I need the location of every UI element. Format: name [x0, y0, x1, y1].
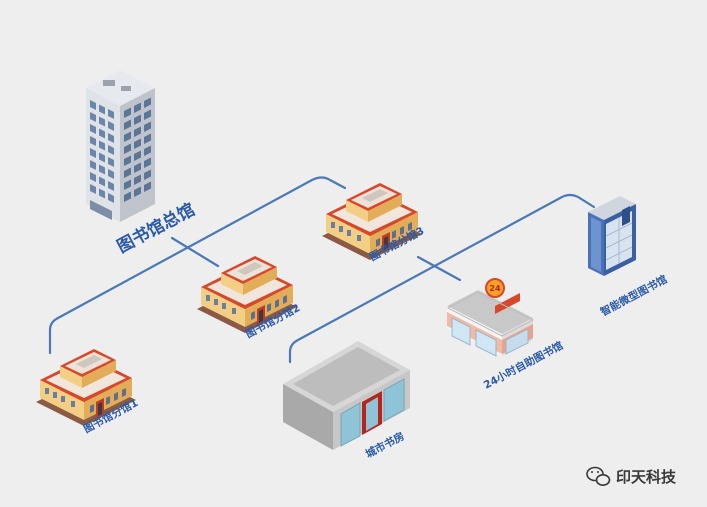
hq-window	[99, 128, 105, 139]
headquarters-building-icon	[86, 70, 155, 222]
hq-window	[99, 188, 105, 199]
hq-window	[134, 150, 141, 161]
hq-window	[144, 133, 151, 144]
citybookhouse-building-icon	[283, 341, 410, 450]
line-city-to-smart	[288, 193, 596, 364]
hq-window	[108, 181, 114, 191]
line-branch3-to-24h	[416, 255, 462, 282]
label-citybookhouse: 城市书房	[363, 429, 406, 460]
label-smartmini: 智能微型图书馆	[597, 272, 669, 319]
hq-window	[124, 155, 131, 166]
watermark: 印天科技	[586, 466, 677, 486]
hq-window	[144, 145, 151, 156]
hours24-sign: 24	[489, 284, 501, 293]
hq-window	[124, 167, 131, 178]
hq-window	[108, 133, 114, 143]
hq-window	[108, 193, 114, 203]
hq-window	[124, 191, 131, 202]
hq-window	[134, 162, 141, 173]
hq-window	[124, 143, 131, 154]
hq-window	[108, 145, 114, 155]
smartmini-building-icon	[588, 196, 636, 276]
hq-window	[144, 97, 151, 108]
hq-window	[108, 109, 114, 119]
hq-window	[99, 140, 105, 151]
hq-window	[134, 114, 141, 125]
hq-window	[124, 131, 131, 142]
watermark-text: 印天科技	[616, 468, 677, 486]
hq-window	[124, 119, 131, 130]
hq-window	[90, 124, 96, 134]
hq-window	[99, 176, 105, 187]
hq-window	[90, 160, 96, 170]
line-hq-to-branch2	[170, 236, 220, 268]
hq-window	[124, 107, 131, 118]
hq-window	[99, 116, 105, 127]
hq-window	[134, 126, 141, 137]
hq-window	[144, 121, 151, 132]
hq-window	[90, 184, 96, 194]
line-branch1-to-branch3	[48, 176, 347, 355]
hq-window	[144, 109, 151, 120]
selfservice24-building-icon: 24	[446, 278, 535, 357]
hq-window	[108, 169, 114, 179]
hq-window	[99, 152, 105, 163]
hq-window	[90, 100, 96, 110]
hq-window	[108, 121, 114, 131]
hq-window	[99, 104, 105, 115]
hq-window	[134, 174, 141, 185]
wechat-icon	[586, 466, 611, 486]
hq-window	[144, 169, 151, 180]
hq-window	[108, 157, 114, 167]
hq-window	[134, 186, 141, 197]
hq-window	[99, 164, 105, 175]
hq-window	[134, 102, 141, 113]
hq-window	[134, 138, 141, 149]
hq-window	[90, 148, 96, 158]
hq-window	[90, 136, 96, 146]
hq-window	[90, 112, 96, 122]
hq-window	[90, 172, 96, 182]
connections	[48, 176, 596, 364]
hq-window	[144, 157, 151, 168]
hq-window	[124, 179, 131, 190]
branch3-building-icon	[322, 183, 422, 260]
hq-window	[144, 181, 151, 192]
